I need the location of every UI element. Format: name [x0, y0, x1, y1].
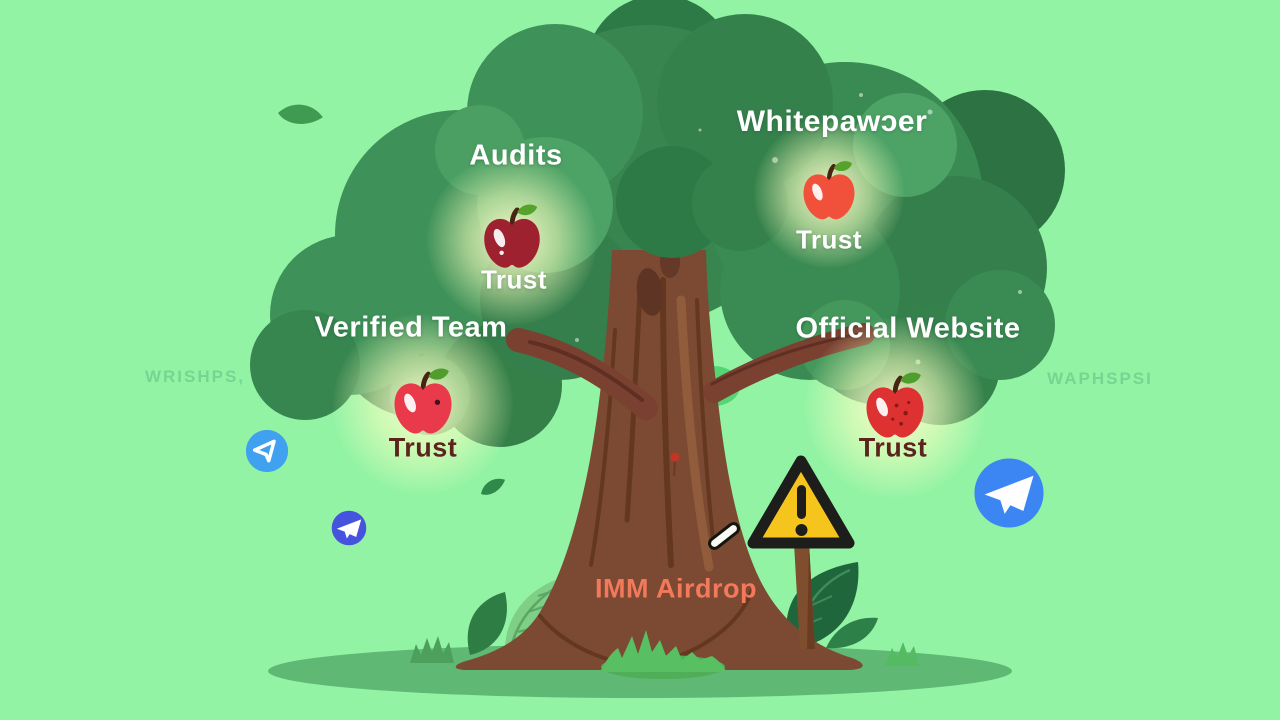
floating-leaf-icon: [278, 104, 323, 124]
telegram-paper-plane-icon: [245, 429, 289, 473]
trunk-slash-mark: [708, 522, 740, 550]
telegram-paper-plane-icon: [974, 458, 1044, 528]
watermark-right: WAPHSPSI: [1047, 369, 1153, 388]
feature-label-official-website: Official Website: [795, 312, 1021, 345]
trust-label: Trust: [858, 432, 928, 463]
floating-leaf-icon: [481, 478, 506, 495]
tree-crown-front: [616, 146, 788, 258]
feature-label-whitepaper: Whitepawɔer: [736, 105, 928, 138]
grass-clumps: [410, 630, 919, 679]
red-berry-dot: [670, 452, 680, 462]
warning-triangle-icon: [747, 455, 855, 649]
trust-label: Trust: [795, 224, 863, 255]
feature-label-audits: Audits: [469, 139, 563, 172]
watermark-left: WRISHPS,: [144, 367, 246, 386]
feature-label-verified-team: Verified Team: [314, 311, 508, 344]
apple-icon: [484, 204, 540, 268]
telegram-paper-plane-icon: [331, 510, 367, 546]
apple-icon: [394, 368, 452, 434]
trust-label: Trust: [480, 264, 548, 295]
trunk-label: IMM Airdrop: [595, 573, 757, 604]
apple-icon: [866, 372, 924, 438]
trust-label: Trust: [388, 432, 458, 463]
apple-icon: [803, 161, 855, 220]
